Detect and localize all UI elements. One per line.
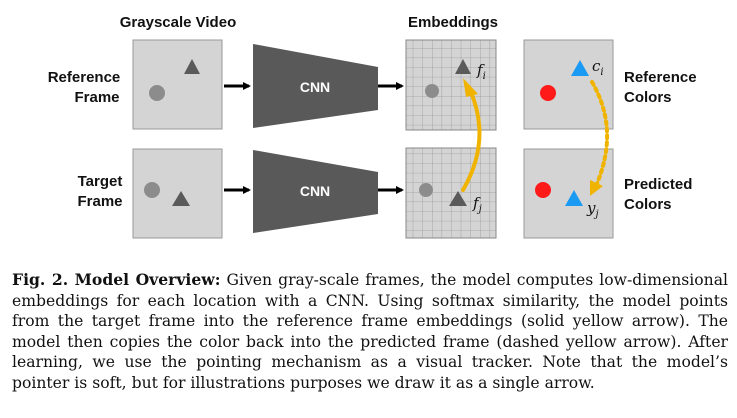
blue-triangle xyxy=(565,190,583,206)
svg-text:Reference: Reference xyxy=(48,69,121,86)
reference-grayscale-frame xyxy=(132,39,223,130)
model-overview-figure: Grayscale Video Embeddings Reference Fra… xyxy=(48,14,697,239)
f-j-label: fj xyxy=(472,194,482,215)
predicted-colors-frame: yj xyxy=(523,148,614,239)
svg-text:Predicted: Predicted xyxy=(624,176,692,193)
svg-text:Frame: Frame xyxy=(74,89,119,106)
svg-text:CNN: CNN xyxy=(300,79,330,95)
target-embeddings-grid: fj xyxy=(405,147,497,239)
gray-circle xyxy=(419,183,433,197)
svg-text:Colors: Colors xyxy=(624,196,672,213)
grayscale-video-heading: Grayscale Video xyxy=(120,14,236,31)
red-circle xyxy=(540,85,556,101)
dark-triangle xyxy=(184,59,200,74)
caption-text: Given gray-scale frames, the model compu… xyxy=(12,271,729,392)
dark-triangle xyxy=(455,59,471,74)
embeddings-heading: Embeddings xyxy=(408,14,498,31)
solid-pointer-arrow xyxy=(461,78,482,192)
reference-frame-label: Reference Frame xyxy=(48,69,121,106)
svg-text:Colors: Colors xyxy=(624,89,672,106)
svg-text:Reference: Reference xyxy=(624,69,697,86)
figure-caption: Fig. 2. Model Overview: Given gray-scale… xyxy=(12,270,728,394)
blue-triangle xyxy=(571,60,589,76)
target-frame-label: Target Frame xyxy=(77,173,122,210)
reference-colors-label: Reference Colors xyxy=(624,69,697,106)
reference-colors-frame: ci xyxy=(523,39,614,130)
reference-embeddings-grid: fi xyxy=(405,39,497,131)
f-i-label: fi xyxy=(476,61,486,82)
predicted-colors-label: Predicted Colors xyxy=(624,176,692,213)
gray-circle xyxy=(149,85,165,101)
svg-text:CNN: CNN xyxy=(300,183,330,199)
y-j-label: yj xyxy=(586,199,599,220)
cnn-block-bottom: CNN xyxy=(253,150,378,233)
svg-text:Target: Target xyxy=(78,173,123,190)
dashed-copy-arrow xyxy=(590,80,610,196)
target-grayscale-frame xyxy=(132,148,223,239)
gray-circle xyxy=(425,84,439,98)
c-i-label: ci xyxy=(592,57,604,78)
red-circle xyxy=(535,182,551,198)
gray-circle xyxy=(144,182,160,198)
svg-text:Frame: Frame xyxy=(77,193,122,210)
caption-label: Fig. 2. Model Overview: xyxy=(12,270,221,289)
dark-triangle xyxy=(449,191,467,206)
dark-triangle xyxy=(172,191,190,206)
cnn-block-top: CNN xyxy=(253,44,378,128)
